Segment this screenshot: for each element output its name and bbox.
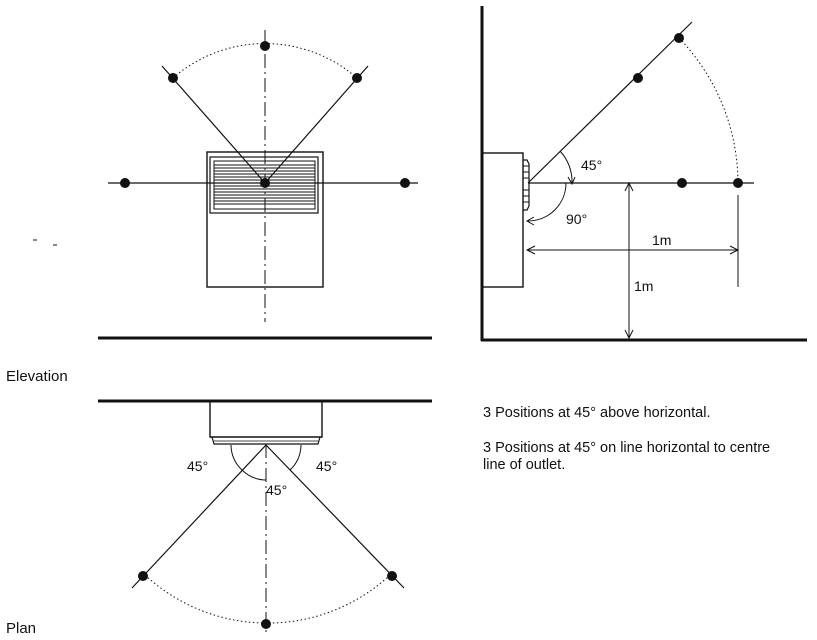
section-grille-ticks: [523, 165, 529, 203]
section-unit-body: [481, 152, 524, 288]
section-angle-label-45: 45°: [581, 157, 602, 173]
plan-measurement-points: [138, 571, 397, 629]
elevation-point-upper-left: [168, 73, 178, 83]
note-on-horizontal: 3 Positions at 45° on line horizontal to…: [483, 440, 771, 473]
section-dim-arrow-bottom: [624, 329, 634, 340]
section-outlet-grille: [523, 159, 530, 211]
section-dim-label-horizontal: 1m: [652, 232, 671, 248]
section-point-near-diagonal: [633, 73, 643, 83]
section-arrowhead-45: [567, 176, 576, 186]
section-dim-arrow-left: [525, 245, 536, 255]
plan-label: Plan: [6, 620, 37, 637]
section-position-arc: [678, 37, 739, 184]
note-above-horizontal: 3 Positions at 45° above horizontal.: [483, 405, 711, 421]
plan-angle-label-right: 45°: [316, 458, 337, 474]
plan-angle-arc-centre: [241, 469, 267, 481]
elevation-measurement-points: [120, 41, 410, 188]
plan-angle-arc-right: [289, 444, 302, 471]
elevation-point-top: [260, 41, 270, 51]
plan-angle-label-centre: 45°: [266, 482, 287, 498]
plan-unit-body: [209, 402, 323, 438]
section-point-near-horizontal: [677, 178, 687, 188]
elevation-diagonal-left: [161, 65, 266, 184]
plan-point-centre: [261, 619, 271, 629]
plan-point-right: [387, 571, 397, 581]
elevation-view: [33, 30, 432, 340]
section-angle-arc-90: [527, 182, 567, 222]
elevation-outlet-frame: [209, 156, 319, 214]
elevation-label: Elevation: [6, 368, 68, 385]
section-angle-arc-45: [559, 150, 573, 184]
section-diagonal-line: [527, 21, 693, 184]
section-dim-arrow-top: [624, 181, 634, 192]
elevation-point-centre: [260, 178, 270, 188]
elevation-point-left: [120, 178, 130, 188]
plan-position-arc: [144, 574, 391, 624]
section-angle-label-90: 90°: [566, 211, 587, 227]
plan-diagonal-right: [265, 444, 405, 589]
elevation-point-upper-right: [352, 73, 362, 83]
plan-angle-label-left: 45°: [187, 458, 208, 474]
section-arrowhead-90: [525, 216, 535, 226]
section-point-far-horizontal: [733, 178, 743, 188]
elevation-unit-body: [206, 151, 324, 288]
section-measurement-points: [633, 33, 743, 188]
section-point-far-diagonal: [674, 33, 684, 43]
plan-view: 45° 45° 45°: [98, 399, 432, 635]
section-dim-label-vertical: 1m: [634, 278, 653, 294]
elevation-point-right: [400, 178, 410, 188]
plan-diagonal-left: [131, 444, 267, 589]
elevation-diagonal-right: [264, 65, 369, 184]
plan-angle-arc-left: [230, 444, 243, 471]
plan-unit-outlet: [211, 436, 321, 445]
section-view: 45° 90° 1m 1m: [480, 6, 807, 342]
plan-point-left: [138, 571, 148, 581]
